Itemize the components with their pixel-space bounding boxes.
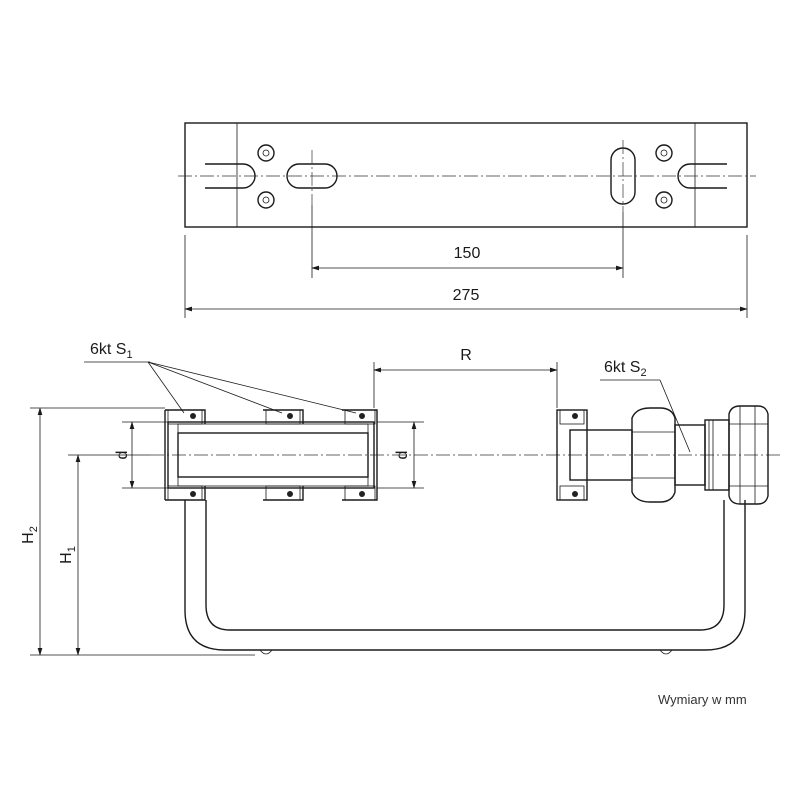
dim-275-label: 275: [453, 287, 480, 304]
dimension-h2: H2: [20, 407, 255, 656]
leader-s2: [600, 379, 691, 453]
label-6kt-s2: 6kt S2: [604, 359, 647, 379]
left-end-slot: [205, 163, 256, 189]
leader-s1: [84, 361, 357, 414]
dimension-r: R: [373, 347, 558, 408]
label-6kt-s1: 6kt S1: [90, 341, 133, 361]
u-bracket: [184, 500, 746, 651]
units-note: Wymiary w mm: [658, 692, 747, 707]
dim-h1-label: H1: [58, 546, 78, 564]
dim-h2-label: H2: [20, 526, 40, 544]
dim-150-label: 150: [454, 245, 481, 262]
dim-r-label: R: [460, 347, 472, 364]
dimension-275: 275: [184, 235, 748, 318]
plate-top-view: [178, 122, 756, 228]
dimension-d-right: d: [377, 421, 424, 489]
right-end-slot: [677, 163, 727, 189]
dimension-150: 150: [311, 205, 624, 278]
dim-d-right-label: d: [394, 451, 411, 460]
right-connector: [556, 405, 769, 505]
left-connector-section: [164, 409, 378, 501]
dimension-h1: H1: [58, 454, 150, 656]
screw-holes: [257, 144, 673, 209]
front-view: [150, 405, 780, 655]
